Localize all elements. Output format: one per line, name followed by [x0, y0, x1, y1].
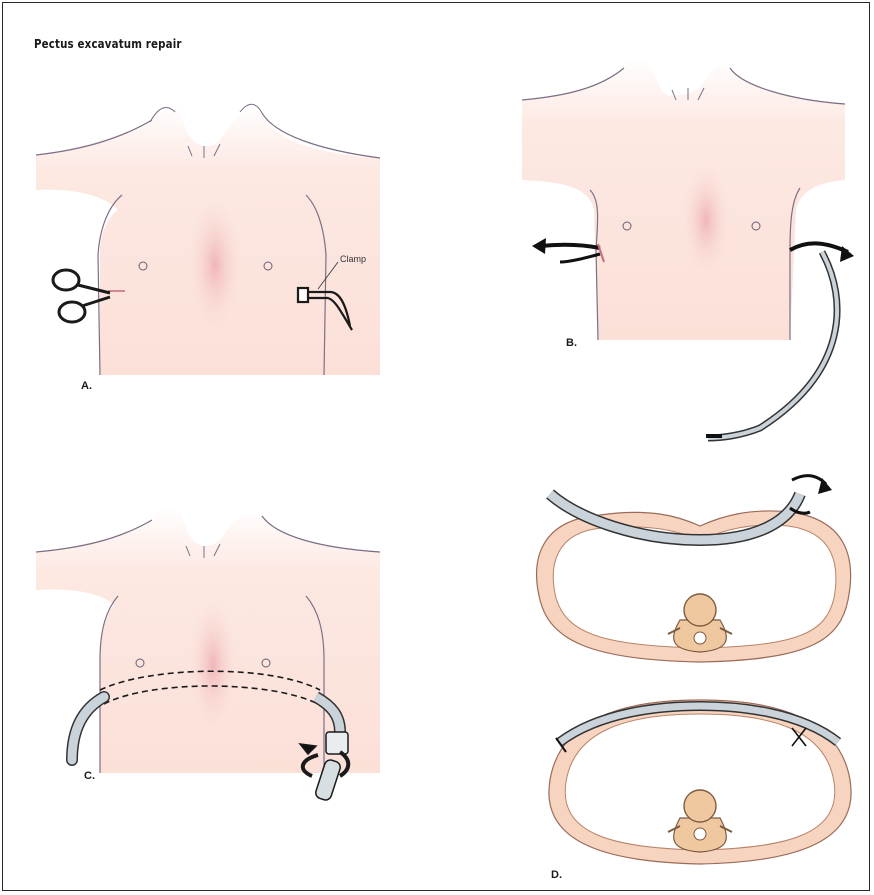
panel-d: D.: [537, 476, 851, 881]
panel-a-label: A.: [81, 380, 92, 392]
panel-a: Clamp A.: [36, 103, 380, 392]
panel-a-sternum-depression: [187, 193, 243, 337]
panel-b-left-arrow: [540, 245, 600, 248]
panel-b: B.: [522, 57, 854, 438]
panel-c-label: C.: [84, 770, 95, 782]
panel-b-sternum-depression: [681, 160, 731, 280]
panel-b-right-arrow: [790, 243, 848, 252]
panel-c: C.: [36, 505, 380, 801]
panel-b-label: B.: [566, 337, 577, 349]
panel-d-section-lower: [549, 700, 851, 864]
panel-c-sternum-depression: [188, 595, 238, 735]
clamp-label: Clamp: [340, 254, 366, 264]
panel-d-section-upper: [537, 476, 851, 662]
panel-d-label: D.: [551, 869, 562, 881]
